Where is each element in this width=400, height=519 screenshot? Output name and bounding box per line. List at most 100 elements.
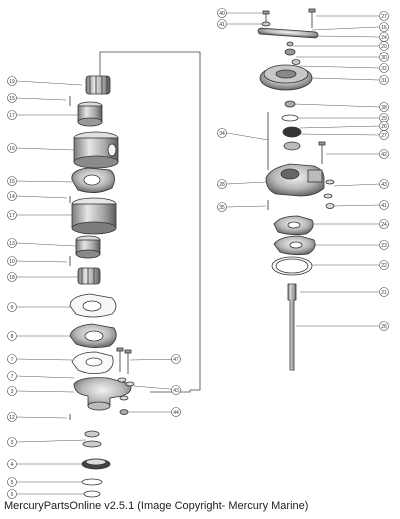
callout-bubble (217, 202, 227, 212)
right-assembly-parts (257, 8, 335, 371)
callout-bubble (379, 149, 389, 159)
shift-link-part (257, 27, 319, 39)
water-pump-base-part (73, 377, 132, 411)
callout-number: 14 (9, 194, 15, 200)
callout-number: 34 (219, 131, 225, 137)
leader-line (226, 181, 267, 185)
callout-24: 24 (312, 219, 389, 229)
leader-line (299, 65, 380, 69)
leader-line (16, 80, 83, 86)
callout-number: 13 (9, 241, 15, 247)
callout-27: 27 (316, 11, 389, 21)
bearing-4-part (81, 458, 111, 470)
callout-bubble (7, 93, 17, 103)
callout-number: 18 (9, 275, 15, 281)
callout-3: 3 (7, 386, 75, 396)
callout-number: 3 (11, 440, 14, 446)
callout-bubble (171, 407, 181, 417)
callout-bubble (7, 371, 17, 381)
callout-number: 44 (173, 410, 179, 416)
assembly-connector-line (99, 51, 201, 393)
callout-bubble (379, 179, 389, 189)
callout-bubble (7, 331, 17, 341)
impeller-top-part (85, 75, 111, 95)
callout-bubble (171, 385, 181, 395)
callout-bubble (379, 321, 389, 331)
leader-line (226, 205, 267, 208)
callout-number: 21 (381, 290, 387, 296)
driveshaft-part (287, 283, 297, 371)
callout-bubble (7, 143, 17, 153)
callout-12: 12 (7, 412, 68, 422)
callout-35: 35 (217, 202, 267, 212)
callout-31: 31 (311, 75, 389, 85)
callout-10: 10 (7, 256, 68, 266)
callout-21: 21 (300, 287, 389, 297)
leader-line (16, 416, 68, 419)
callout-13: 13 (7, 238, 77, 248)
callout-bubble (7, 76, 17, 86)
callout-44: 44 (128, 407, 181, 417)
copyright-caption: MercuryPartsOnline v2.5.1 (Image Copyrig… (4, 500, 309, 512)
callout-19: 19 (7, 76, 83, 86)
callout-number: 20 (381, 44, 387, 50)
callout-number: 16 (9, 146, 15, 152)
callout-bubble (379, 52, 389, 62)
callout-number: 4 (11, 462, 14, 468)
gasket-7-part (71, 351, 114, 374)
impeller-body-part (71, 197, 117, 235)
callout-number: 16 (381, 25, 387, 31)
callout-number: 5 (11, 480, 14, 486)
callout-9: 9 (7, 302, 70, 312)
callout-number: 28 (219, 182, 225, 188)
callout-number: 7 (11, 357, 14, 363)
callout-number: 38 (381, 105, 387, 111)
leader-line (16, 97, 67, 101)
left-assembly-parts (69, 75, 135, 498)
screws-top-part (261, 8, 316, 28)
leader-line (311, 77, 380, 81)
callout-bubble (7, 302, 17, 312)
callout-number: 17 (9, 213, 15, 219)
callout-5: 5 (7, 477, 82, 487)
callout-number: 15 (9, 96, 15, 102)
callout-bubble (379, 11, 389, 21)
callout-24: 24 (317, 32, 389, 42)
leader-line (317, 35, 380, 38)
callout-30: 30 (296, 52, 389, 62)
pump-housing-part (73, 131, 119, 169)
callout-bubble (379, 63, 389, 73)
callout-bubble (7, 386, 17, 396)
callout-15: 15 (7, 93, 67, 103)
callout-bubble (171, 354, 181, 364)
callout-number: 22 (381, 263, 387, 269)
callout-number: 17 (9, 113, 15, 119)
drive-gear-part (259, 64, 313, 91)
callout-bubble (217, 128, 227, 138)
callout-41: 41 (333, 200, 389, 210)
leader-line (226, 132, 269, 141)
callout-42: 42 (326, 149, 389, 159)
callout-bubble (7, 459, 17, 469)
callout-47: 47 (129, 354, 182, 364)
leader-line (311, 26, 380, 31)
callout-number: 32 (381, 66, 387, 72)
callout-number: 41 (381, 203, 387, 209)
ring-5b-part (83, 490, 101, 498)
ring-5a-part (81, 478, 103, 486)
callout-number: 15 (9, 179, 15, 185)
screws-47-part (116, 347, 132, 374)
gasket-22-part (271, 256, 313, 276)
callout-bubble (7, 437, 17, 447)
bushing-part (77, 101, 103, 127)
leader-line (300, 133, 380, 136)
callout-29: 29 (298, 113, 389, 123)
callout-number: 30 (381, 55, 387, 61)
callout-14: 14 (7, 191, 68, 201)
washers-43-part (117, 377, 135, 401)
callout-number: 43 (173, 388, 179, 394)
callout-5: 5 (7, 489, 84, 499)
